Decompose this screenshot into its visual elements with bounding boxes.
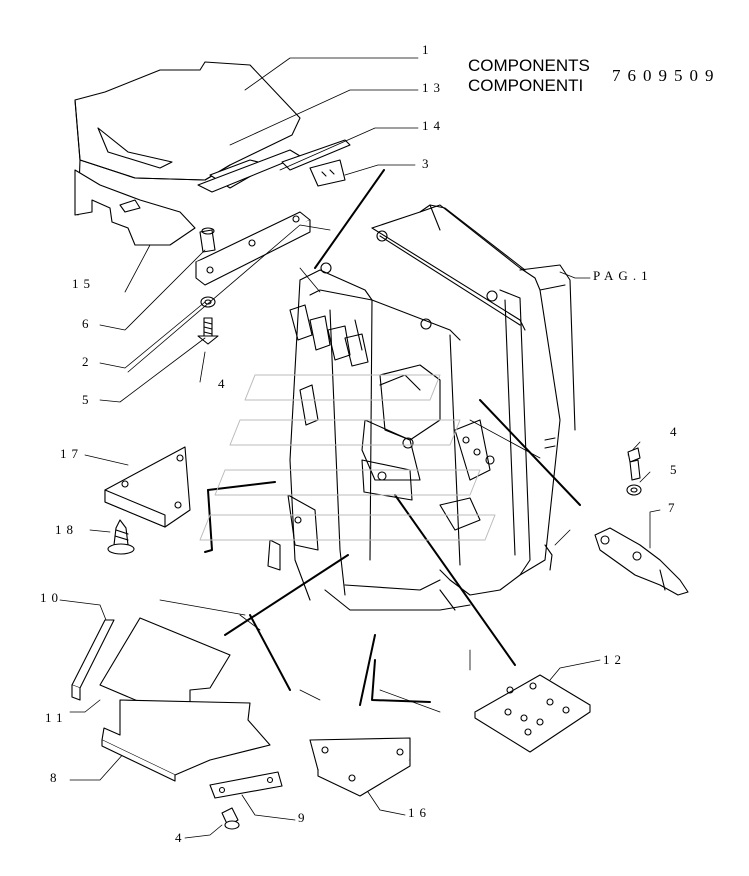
part-code: 7609509 bbox=[612, 66, 721, 85]
callout-3: 3 bbox=[422, 156, 434, 171]
page-reference: PAG.1 bbox=[593, 268, 653, 283]
part-16-plate bbox=[309, 737, 411, 797]
callout-4b: 4 bbox=[670, 424, 682, 439]
part-4-5-right bbox=[626, 447, 642, 496]
callout-12: 12 bbox=[603, 652, 626, 667]
part-6-rail bbox=[195, 211, 311, 286]
title-english: COMPONENTS bbox=[468, 56, 590, 75]
part-9-strip bbox=[209, 771, 283, 799]
part-17-plate bbox=[104, 446, 191, 528]
part-18-screw bbox=[107, 519, 135, 555]
callout-16: 16 bbox=[408, 805, 431, 820]
callout-11: 11 bbox=[45, 710, 68, 725]
part-13-14-strips bbox=[197, 139, 351, 193]
callout-10: 10 bbox=[40, 590, 63, 605]
callout-15: 15 bbox=[72, 276, 95, 291]
callout-13: 13 bbox=[422, 80, 445, 95]
watermark-logo bbox=[199, 374, 496, 541]
part-11-floor-liner bbox=[99, 617, 231, 719]
callout-5b: 5 bbox=[670, 462, 682, 477]
callout-14: 14 bbox=[422, 118, 445, 133]
callout-1: 1 bbox=[422, 42, 434, 57]
callout-9: 9 bbox=[298, 810, 310, 825]
callout-18: 18 bbox=[55, 522, 78, 537]
callout-4c: 4 bbox=[175, 830, 187, 845]
cab-frame bbox=[267, 204, 576, 611]
title-italian: COMPONENTI bbox=[468, 76, 584, 95]
part-4-bolt-bottom bbox=[221, 807, 240, 830]
callout-17: 17 bbox=[60, 446, 83, 461]
callout-8: 8 bbox=[50, 770, 62, 785]
callout-4a: 4 bbox=[218, 376, 230, 391]
callout-7: 7 bbox=[668, 500, 680, 515]
callout-5a: 5 bbox=[82, 392, 94, 407]
part-15-lower-liner bbox=[74, 169, 196, 246]
callout-2: 2 bbox=[82, 354, 94, 369]
part-12-plate bbox=[474, 674, 591, 753]
part-8-floor-mat bbox=[101, 699, 271, 782]
callout-6: 6 bbox=[82, 316, 94, 331]
part-7-bracket bbox=[594, 527, 689, 596]
part-10-strip bbox=[71, 619, 115, 701]
